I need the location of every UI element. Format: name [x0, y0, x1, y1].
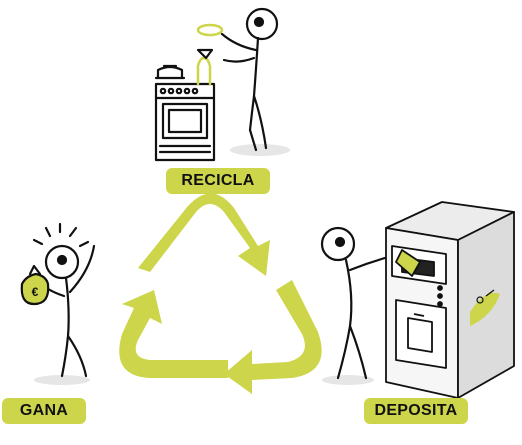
recycle-arrows-icon [119, 193, 322, 394]
stove-figure [154, 7, 290, 162]
machine-side-logo [470, 289, 500, 326]
stick-person-depositing [320, 226, 394, 380]
step-label-gana: GANA [2, 398, 86, 424]
stick-person-recycling [220, 7, 279, 152]
winner-figure: € [20, 222, 96, 385]
euro-money-bag-icon: € [20, 264, 50, 306]
oil-collection-machine [385, 201, 515, 399]
deposit-figure [320, 226, 394, 385]
stove-icon [154, 64, 216, 162]
step-label-recicla: RECICLA [166, 168, 270, 194]
step-label-deposita: DEPOSITA [364, 398, 468, 424]
oil-bottle-icon [196, 23, 224, 86]
euro-symbol: € [32, 285, 39, 299]
